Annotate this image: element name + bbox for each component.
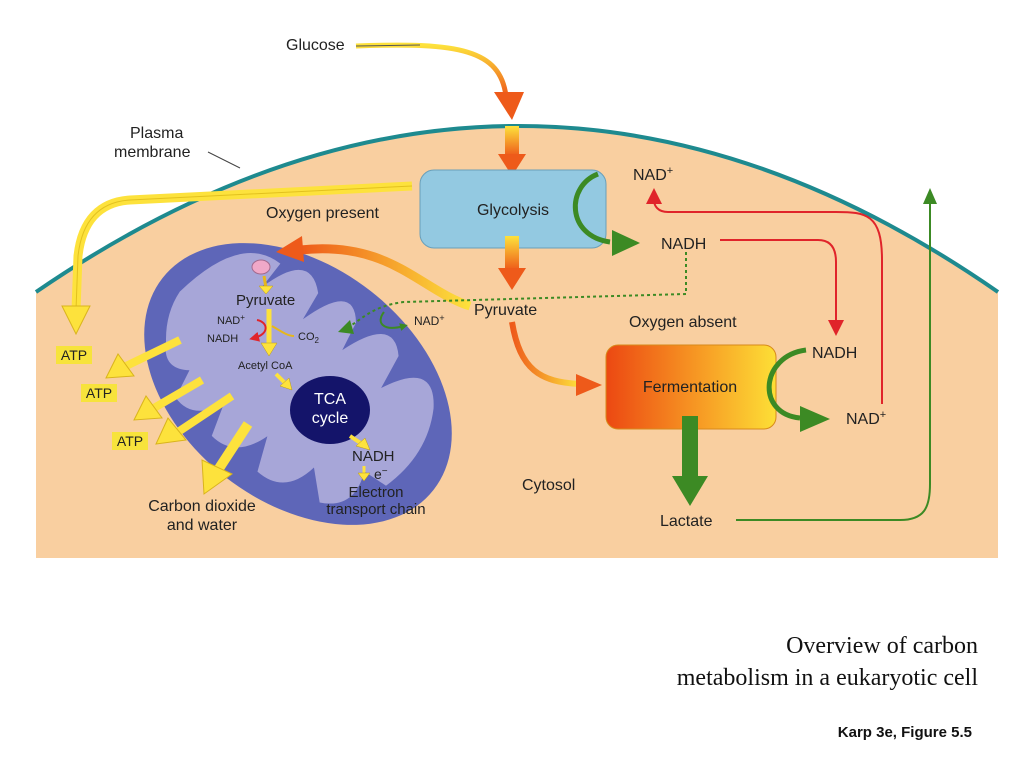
acetyl-coa-arrowhead (279, 377, 293, 391)
glucose-incoming-arrow (355, 42, 509, 97)
mito-pyruvate-arrowhead (260, 342, 278, 357)
figure-caption: Overview of carbon metabolism in a eukar… (558, 630, 978, 694)
oxygen-present-label: Oxygen present (266, 205, 380, 222)
plasma-membrane-label-line1: Plasma (130, 125, 183, 142)
atp-arrowhead-1 (105, 353, 135, 379)
mito-co2-arrow (271, 325, 295, 337)
etc-arrowhead (357, 472, 371, 482)
mito-nad-plus-green-arrow (379, 311, 408, 331)
fermentation-label: Fermentation (643, 379, 737, 396)
shuttle-nad-plus-label: NAD+ (414, 313, 445, 328)
pyruvate-to-fermentation-arrowhead (576, 374, 602, 396)
tca-nadh-arrowhead (355, 437, 371, 451)
etc-label-line1: Electron (348, 484, 403, 501)
atp-arrowhead-3 (155, 417, 187, 445)
atp-badge-1 (56, 346, 92, 364)
atp-label-2: ATP (86, 385, 112, 401)
lactate-arrowhead (672, 476, 708, 506)
caption-line-1: Overview of carbon (786, 633, 978, 659)
nadh-shuttle-arrowhead (338, 320, 354, 334)
lactate-export-arrowhead (923, 188, 937, 204)
nadh-shuttle-dotted (345, 252, 687, 329)
atp-arrowhead-2 (133, 395, 163, 421)
glucose-arrowhead (494, 92, 524, 120)
co2-water-label-line2: and water (167, 517, 238, 534)
oxygen-absent-label: Oxygen absent (629, 314, 737, 331)
red-nadh-to-fermentation-arrow (720, 239, 837, 322)
glucose-leader (355, 44, 421, 47)
mito-nad-plus-label: NAD+ (217, 313, 245, 327)
fermentation-nadh-label: NADH (812, 345, 857, 362)
mito-nadh-label: NADH (207, 333, 238, 345)
glycolysis-label: Glycolysis (477, 202, 549, 219)
fermentation-nad-loop-arrowhead (800, 406, 830, 432)
glycolysis-nad-loop-arrowhead (612, 230, 640, 256)
red-nad-return-arrowhead (646, 188, 662, 204)
glucose-label: Glucose (286, 37, 345, 54)
mito-co2-label: CO2 (298, 331, 320, 345)
atp-arrow-2 (151, 376, 205, 412)
lactate-label: Lactate (660, 513, 713, 530)
red-nad-return-arrow (653, 199, 883, 404)
figure-citation: Karp 3e, Figure 5.5 (837, 724, 972, 741)
acetyl-coa-label: Acetyl CoA (238, 360, 293, 372)
atp-arrow-1 (124, 336, 182, 370)
lactate-export-arrow (736, 200, 931, 521)
glycolysis-nad-plus-label: NAD+ (633, 165, 673, 184)
glycolysis-atp-arrowhead (61, 305, 91, 336)
atp-label-3: ATP (117, 433, 143, 449)
plasma-membrane-label-line2: membrane (114, 144, 191, 161)
mito-nadh2-label: NADH (352, 448, 395, 465)
pyruvate-import-arrow (299, 244, 472, 311)
transporter-down-arrowhead (258, 285, 274, 295)
electron-label: e− (374, 466, 388, 482)
caption-line-2: metabolism in a eukaryotic cell (676, 665, 978, 691)
fermentation-nad-plus-label: NAD+ (846, 409, 886, 428)
co2-water-arrow (213, 421, 253, 473)
cytosol-pyruvate-label: Pyruvate (474, 302, 537, 319)
glycolysis-input-arrowhead (498, 154, 526, 176)
mito-nad-red-arrow (249, 319, 267, 342)
pyruvate-arrowhead (498, 268, 526, 290)
atp-label-1: ATP (61, 347, 87, 363)
atp-badge-3 (112, 432, 148, 450)
co2-water-arrowhead (201, 459, 233, 495)
pyruvate-transporter (251, 259, 271, 275)
cytosol-label: Cytosol (522, 477, 575, 494)
atp-badge-2 (81, 384, 117, 402)
glycolysis-atp-arrow-outline (75, 185, 413, 311)
tca-label-line1: TCA (314, 391, 346, 408)
plasma-membrane-leader (207, 151, 241, 169)
carbon-metabolism-diagram: Plasma membrane Glucose Glycolysis NAD+ … (34, 37, 1000, 558)
glycolysis-nad-loop (573, 171, 611, 245)
glycolysis-nadh-label: NADH (661, 236, 706, 253)
etc-label-line2: transport chain (326, 501, 425, 518)
tca-cycle (290, 376, 370, 444)
lactate-arrow-shaft (682, 416, 698, 478)
pyruvate-to-fermentation-arrow (509, 321, 581, 387)
pyruvate-import-arrowhead (276, 236, 304, 262)
tca-label-line2: cycle (312, 410, 349, 427)
pyruvate-arrow-shaft (505, 236, 519, 270)
red-nadh-to-fermentation-arrowhead (828, 320, 844, 336)
atp-arrow-3 (175, 392, 235, 436)
fermentation-nad-loop (766, 347, 807, 421)
glycolysis-input-shaft (505, 126, 519, 156)
co2-water-label-line1: Carbon dioxide (148, 498, 256, 515)
mito-pyruvate-label: Pyruvate (236, 292, 295, 309)
